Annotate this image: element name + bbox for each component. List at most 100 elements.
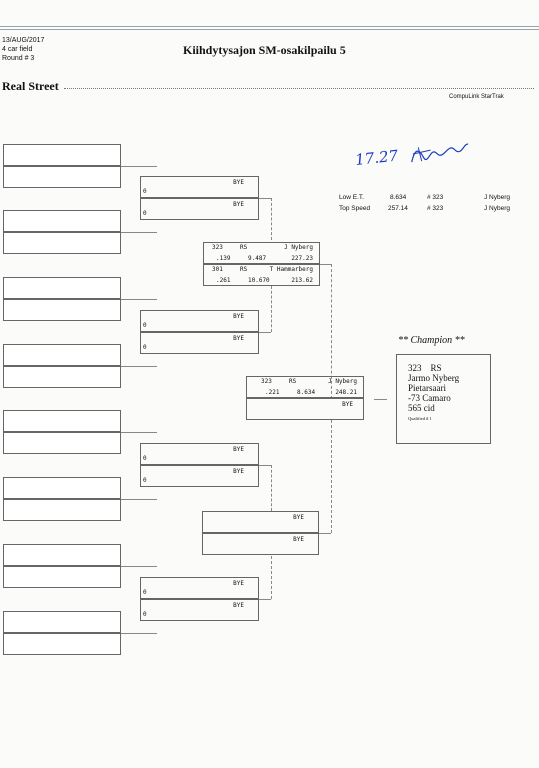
- lane-zero: 0: [143, 344, 147, 351]
- lane-zero: 0: [143, 210, 147, 217]
- connector: [319, 533, 331, 534]
- handwritten-note: 17.27: [354, 138, 471, 172]
- semi-elapsed-time: 9.487: [248, 255, 267, 262]
- brand-label: CompuLink StarTrak: [449, 94, 504, 100]
- bye-label: BYE: [293, 536, 304, 543]
- bye-slot: BYE 0: [140, 176, 259, 198]
- low-et-value: 8.634: [390, 194, 407, 201]
- round1-slot: [3, 477, 121, 499]
- signature-icon: [410, 143, 469, 163]
- lane-zero: 0: [143, 611, 147, 618]
- connector: [259, 599, 271, 600]
- semi-class: RS: [240, 266, 248, 273]
- bye-slot: BYE 0: [140, 465, 259, 487]
- round1-slot: [3, 566, 121, 588]
- semi-driver: J Nyberg: [284, 244, 313, 251]
- connector: [121, 432, 157, 433]
- lane-zero: 0: [143, 477, 147, 484]
- bye-slot: BYE 0: [140, 443, 259, 465]
- lane-zero: 0: [143, 455, 147, 462]
- semi-reaction-time: .261: [216, 277, 231, 284]
- semifinal-bottom-slot: 301 RS T Hammarberg .261 10.670 213.62: [203, 264, 320, 286]
- round1-slot: [3, 499, 121, 521]
- bye-label: BYE: [233, 313, 244, 320]
- bye-slot: BYE 0: [140, 577, 259, 599]
- bye-label: BYE: [233, 179, 244, 186]
- bye-label: BYE: [233, 602, 244, 609]
- semi-reaction-time: .139: [216, 255, 231, 262]
- connector-dash: [271, 556, 272, 599]
- champion-box: 323 RS Jarmo Nyberg Pietarsaari -73 Cama…: [396, 354, 491, 444]
- round1-slot: [3, 144, 121, 166]
- top-speed-driver: J Nyberg: [484, 205, 511, 212]
- semi-speed: 227.23: [291, 255, 313, 262]
- champion-engine: 565 cid: [408, 403, 435, 413]
- champion-name: Jarmo Nyberg: [408, 373, 460, 383]
- bye-slot: BYE 0: [140, 599, 259, 621]
- class-dotted-rule: [64, 88, 534, 89]
- handwritten-time: 17.27: [354, 146, 399, 170]
- round1-slot: [3, 611, 121, 633]
- connector-dash: [271, 198, 272, 240]
- final-driver: J Nyberg: [328, 378, 357, 385]
- bye-slot: BYE 0: [140, 198, 259, 220]
- class-name: Real Street: [2, 79, 59, 93]
- bye-label: BYE: [293, 514, 304, 521]
- round1-slot: [3, 432, 121, 454]
- top-speed-label: Top Speed: [339, 205, 371, 212]
- connector: [121, 633, 157, 634]
- event-date: 13/AUG/2017: [2, 37, 45, 44]
- bye-label: BYE: [233, 446, 244, 453]
- champion-car: 323: [408, 363, 422, 373]
- final-elapsed-time: 8.634: [297, 389, 316, 396]
- round-number: Round # 3: [2, 55, 35, 62]
- semi-car-number: 323: [212, 244, 223, 251]
- header-info: 13/AUG/2017 4 car field Round # 3: [2, 36, 44, 63]
- connector-dash: [331, 264, 332, 399]
- connector-dash: [271, 286, 272, 332]
- round1-slot: [3, 544, 121, 566]
- bye-label: BYE: [233, 335, 244, 342]
- connector-dash: [271, 465, 272, 511]
- top-speed-car: # 323: [427, 205, 444, 212]
- round1-slot: [3, 410, 121, 432]
- round1-slot: [3, 210, 121, 232]
- bye-label: BYE: [233, 580, 244, 587]
- bye-label: BYE: [233, 468, 244, 475]
- round1-slot: [3, 344, 121, 366]
- lane-zero: 0: [143, 322, 147, 329]
- semi-elapsed-time: 10.670: [248, 277, 270, 284]
- champion-details: 323 RS Jarmo Nyberg Pietarsaari -73 Cama…: [408, 363, 459, 424]
- bye-slot: BYE 0: [140, 310, 259, 332]
- final-reaction-time: .221: [265, 389, 280, 396]
- champion-qualified: Qualified # 1: [408, 416, 432, 421]
- champion-car-model: -73 Camaro: [408, 393, 451, 403]
- connector: [121, 166, 157, 167]
- semi-car-number: 301: [212, 266, 223, 273]
- connector: [259, 332, 271, 333]
- semi-speed: 213.62: [291, 277, 313, 284]
- champion-title: ** Champion **: [398, 335, 465, 346]
- top-speed-value: 257.14: [388, 205, 408, 212]
- semifinal-top-slot: 323 RS J Nyberg .139 9.487 227.23: [203, 242, 320, 264]
- champion-car-line: 323 RS: [408, 363, 459, 373]
- final-speed: 248.21: [335, 389, 357, 396]
- round1-slot: [3, 277, 121, 299]
- low-et-driver: J Nyberg: [484, 194, 511, 201]
- connector: [374, 399, 387, 400]
- bye-label: BYE: [233, 201, 244, 208]
- connector: [259, 198, 271, 199]
- bye-slot: BYE: [202, 533, 319, 555]
- final-class: RS: [289, 378, 297, 385]
- connector: [320, 264, 331, 265]
- top-rule: [0, 26, 539, 27]
- low-et-label: Low E.T.: [339, 194, 364, 201]
- field-size: 4 car field: [2, 46, 33, 53]
- champion-town: Pietarsaari: [408, 383, 446, 393]
- round1-slot: [3, 166, 121, 188]
- low-et-car: # 323: [427, 194, 444, 201]
- top-rule-2: [0, 29, 539, 30]
- bye-label: BYE: [342, 401, 353, 408]
- connector: [121, 232, 157, 233]
- connector: [121, 499, 157, 500]
